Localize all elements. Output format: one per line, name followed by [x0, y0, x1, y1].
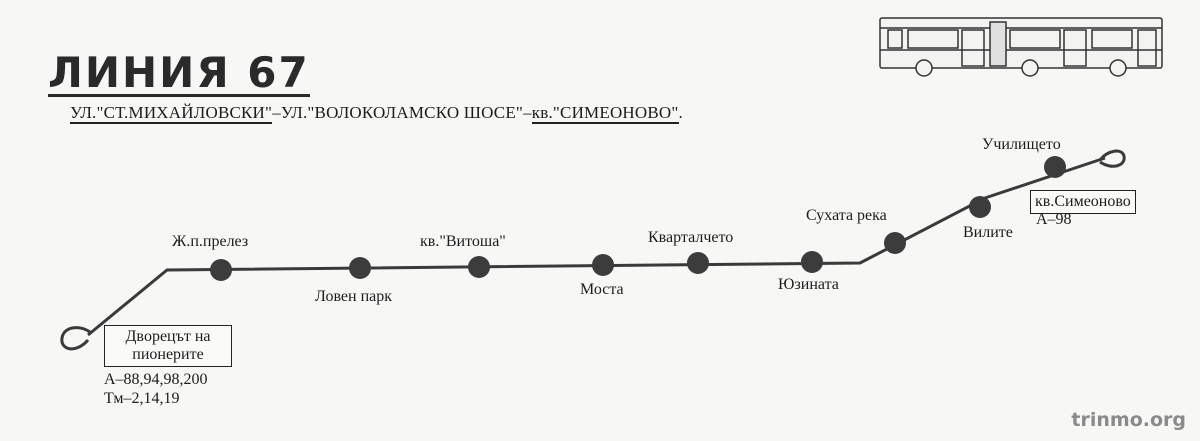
- stop-zhp-prelez: [210, 259, 232, 281]
- connection-tram: Тм–2,14,19: [104, 390, 180, 407]
- stop-uchilishteto: [1044, 156, 1066, 178]
- terminal-start-line1: Двoрецът на: [125, 328, 211, 345]
- stop-mosta: [592, 254, 614, 276]
- connection-bus: А–88,94,98,200: [104, 371, 208, 388]
- terminal-end-name: кв.Симеоново: [1035, 193, 1131, 210]
- terminal-start-box: Двoрецът на пионерите: [104, 325, 232, 367]
- watermark: trinmo.org: [1071, 409, 1186, 431]
- terminal-end-connections: А–98: [1036, 210, 1072, 229]
- terminal-start-line2: пионерите: [132, 346, 204, 363]
- stop-vilite: [969, 196, 991, 218]
- label-uchilishteto: Училището: [982, 136, 1061, 153]
- route-description: УЛ."СТ.МИХАЙЛОВСКИ"–УЛ."ВОЛОКОЛАМСКО ШОС…: [70, 103, 683, 124]
- connection-end-bus: А–98: [1036, 211, 1072, 228]
- line-title: ЛИНИЯ 67: [48, 48, 310, 97]
- route-part-end: кв."СИМЕОНОВО": [531, 103, 679, 124]
- label-zhp-prelez: Ж.п.прелез: [172, 233, 249, 250]
- stop-vitosha: [468, 256, 490, 278]
- route-part-middle: УЛ."ВОЛОКОЛАМСКО ШОСЕ": [280, 103, 524, 122]
- label-suhata-reka: Сухата река: [806, 207, 887, 224]
- stop-yuzinata: [801, 251, 823, 273]
- route-separator-2: –: [523, 103, 532, 122]
- stop-suhata-reka: [884, 232, 906, 254]
- label-yuzinata: Юзината: [778, 276, 839, 293]
- terminal-start-connections: А–88,94,98,200 Тм–2,14,19: [104, 370, 208, 408]
- label-loven-park: Ловен парк: [315, 288, 393, 305]
- bus-icon: [879, 17, 1163, 77]
- start-loop: [60, 326, 91, 351]
- route-separator-1: –: [272, 103, 281, 122]
- label-vilite: Вилите: [963, 224, 1013, 241]
- stop-loven-park: [349, 257, 371, 279]
- route-part-start: УЛ."СТ.МИХАЙЛОВСКИ": [70, 103, 273, 124]
- label-kvartalcheto: Кварталчето: [648, 229, 734, 246]
- route-line: [87, 156, 1106, 337]
- terminal-end-box: кв.Симеоново: [1030, 190, 1136, 214]
- route-end-punct: .: [678, 103, 683, 122]
- label-mosta: Моста: [580, 281, 624, 298]
- end-loop: [1098, 149, 1126, 168]
- stop-kvartalcheto: [687, 252, 709, 274]
- label-vitosha: кв."Витоша": [420, 233, 506, 250]
